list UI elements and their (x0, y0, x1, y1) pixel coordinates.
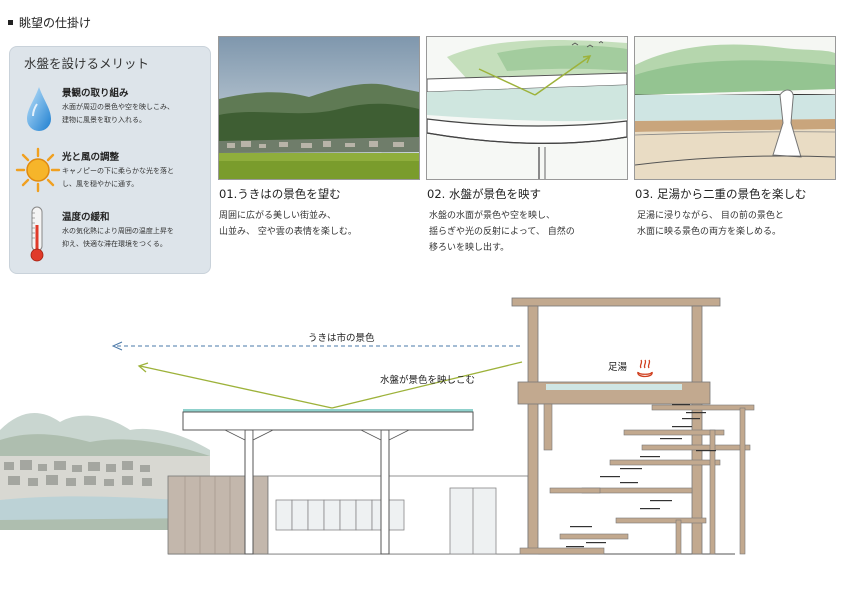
panel-desc-line: 足湯に浸りながら、 目の前の景色と (637, 211, 784, 221)
merit-text-line: 抑え、快適な滞在環境をつくる。 (62, 240, 167, 248)
footbath-label: 足湯 (608, 361, 628, 373)
merit-title: 水盤を設けるメリット (24, 56, 150, 71)
view-label: うきは市の景色 (308, 332, 375, 344)
merit-text-line: 水の気化熱により周囲の温度上昇を (62, 227, 174, 235)
section-drawing: うきは市の景色 水盤が景色を映しこむ 足湯 (0, 297, 755, 555)
merit-text-line: 水面が周辺の景色や空を映しこみ、 (62, 103, 174, 111)
thermometer-icon (30, 206, 44, 262)
view-arrow-head (111, 341, 123, 351)
merit-item-text: キャノピーの下に柔らかな光を落と し、風を穏やかに通す。 (62, 165, 204, 191)
footbath-sketch (634, 36, 836, 180)
merit-text-line: キャノピーの下に柔らかな光を落と (62, 167, 174, 175)
merit-text-line: 建物に風景を取り入れる。 (62, 116, 146, 124)
main-building (167, 475, 529, 555)
panel-desc-line: 移ろいを映し出す。 (429, 243, 510, 253)
reflect-label: 水盤が景色を映しこむ (380, 374, 475, 386)
panel-desc-2: 水盤の水面が景色や空を映し、 揺らぎや光の反射によって、 自然の 移ろいを映し出… (429, 208, 629, 256)
merit-item-title: 光と風の調整 (62, 152, 120, 163)
panel-desc-line: 水面に映る景色の両方を楽しめる。 (637, 227, 782, 237)
merit-item-text: 水の気化熱により周囲の温度上昇を 抑え、快適な滞在環境をつくる。 (62, 225, 204, 251)
section-heading: 眺望の仕掛け (8, 14, 91, 31)
landscape-photo (218, 36, 420, 180)
water-reflection-sketch (426, 36, 628, 180)
reflection-arrow-head (137, 362, 149, 373)
panel-title-1: 01.うきはの景色を望む (219, 187, 341, 201)
panel-desc-1: 周囲に広がる美しい街並み、 山並み、 空や雲の表情を楽しむ。 (219, 208, 419, 240)
hot-spring-icon (637, 359, 653, 378)
panel-desc-3: 足湯に浸りながら、 目の前の景色と 水面に映る景色の両方を楽しめる。 (637, 208, 837, 240)
panel-desc-line: 揺らぎや光の反射によって、 自然の (429, 227, 575, 237)
reflection-line-out (139, 365, 333, 409)
merit-text-line: し、風を穏やかに通す。 (62, 180, 139, 188)
panel-desc-line: 山並み、 空や雲の表情を楽しむ。 (219, 227, 357, 237)
stair-treads (566, 404, 716, 548)
bullet-square (8, 20, 13, 25)
water-drop-icon (27, 87, 51, 131)
heading-text: 眺望の仕掛け (19, 16, 92, 30)
reflection-line-in (331, 361, 523, 409)
merit-panel: 水盤を設けるメリット 景観の取り組み 水面が周辺の景色や空を映しこみ、 建物に風… (9, 46, 211, 274)
merit-item-title: 景観の取り組み (62, 88, 129, 99)
panel-title-2: 02. 水盤が景色を映す (427, 187, 541, 201)
merit-item-title: 温度の緩和 (62, 212, 110, 223)
sun-icon (15, 147, 61, 193)
water-basin-canopy (182, 409, 474, 555)
panel-desc-line: 水盤の水面が景色や空を映し、 (429, 211, 556, 221)
panel-desc-line: 周囲に広がる美しい街並み、 (219, 211, 337, 221)
spiral-stair (549, 404, 755, 555)
merit-item-text: 水面が周辺の景色や空を映しこみ、 建物に風景を取り入れる。 (62, 101, 204, 127)
panel-title-3: 03. 足湯から二重の景色を楽しむ (635, 187, 807, 201)
